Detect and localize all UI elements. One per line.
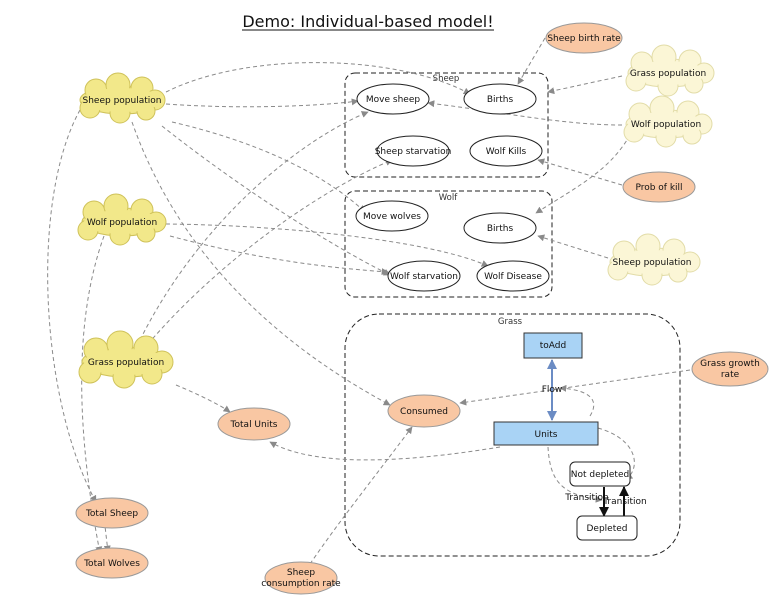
svg-text:Total Sheep: Total Sheep xyxy=(85,509,138,519)
svg-text:Sheep: Sheep xyxy=(287,568,315,578)
edge xyxy=(131,121,391,406)
edge xyxy=(175,384,231,413)
grass-group-box xyxy=(344,313,681,557)
svg-text:Depleted: Depleted xyxy=(587,524,628,534)
transition-label-left: Transition xyxy=(564,493,609,503)
edge xyxy=(171,121,366,213)
svg-text:Grass population: Grass population xyxy=(630,69,706,79)
edge xyxy=(459,369,691,406)
prob-of-kill-node[interactable]: Prob of kill xyxy=(622,171,696,203)
edge xyxy=(139,111,369,341)
dependency-edges xyxy=(47,37,691,565)
edge xyxy=(269,441,501,461)
depleted-state[interactable]: Depleted xyxy=(576,515,638,541)
edge xyxy=(537,158,623,186)
total-wolves-node[interactable]: Total Wolves xyxy=(75,547,149,579)
svg-text:Grass growth: Grass growth xyxy=(700,359,760,369)
svg-text:Wolf Disease: Wolf Disease xyxy=(484,272,542,282)
move-wolves-action[interactable]: Move wolves xyxy=(355,200,429,232)
grass-group-label: Grass xyxy=(498,317,523,327)
svg-text:Consumed: Consumed xyxy=(400,407,448,417)
edge xyxy=(147,159,393,345)
svg-text:Sheep starvation: Sheep starvation xyxy=(375,147,452,157)
edge xyxy=(309,426,413,565)
wolf-births-action[interactable]: Births xyxy=(463,212,537,244)
edge xyxy=(537,234,609,259)
wolf-group-label: Wolf xyxy=(439,193,458,203)
edge xyxy=(547,446,603,503)
sheep-starvation-action[interactable]: Sheep starvation xyxy=(375,135,452,167)
sheep-consumption-rate-node[interactable]: Sheep consumption rate xyxy=(261,561,341,595)
flow-label: Flow xyxy=(542,385,563,395)
edge xyxy=(597,427,635,480)
units-stock[interactable]: Units xyxy=(493,421,599,446)
wolf-disease-action[interactable]: Wolf Disease xyxy=(476,260,550,292)
svg-text:Total Units: Total Units xyxy=(230,420,278,430)
svg-text:Sheep population: Sheep population xyxy=(83,96,162,106)
edge xyxy=(81,235,105,554)
edge xyxy=(47,109,97,503)
wolf-population-cloud[interactable]: Wolf population xyxy=(77,193,167,246)
svg-text:Wolf starvation: Wolf starvation xyxy=(390,272,458,282)
svg-text:Prob of kill: Prob of kill xyxy=(635,183,682,193)
svg-text:Sheep birth rate: Sheep birth rate xyxy=(547,34,621,44)
wolf-starvation-action[interactable]: Wolf starvation xyxy=(387,260,461,292)
svg-text:Units: Units xyxy=(534,430,557,440)
edge xyxy=(165,98,359,108)
edge xyxy=(547,75,623,95)
grass-population-cloud[interactable]: Grass population xyxy=(78,330,174,389)
move-sheep-action[interactable]: Move sheep xyxy=(356,83,430,115)
edge xyxy=(517,37,546,85)
diagram-title: Demo: Individual-based model! xyxy=(242,12,493,31)
svg-text:consumption rate: consumption rate xyxy=(261,579,341,589)
svg-text:Wolf population: Wolf population xyxy=(87,218,157,228)
grass-population-right-cloud[interactable]: Grass population xyxy=(625,44,715,97)
edge xyxy=(169,235,389,276)
svg-text:rate: rate xyxy=(721,370,740,380)
svg-text:Births: Births xyxy=(487,95,514,105)
svg-text:Sheep population: Sheep population xyxy=(613,258,692,268)
not-depleted-state[interactable]: Not depleted xyxy=(569,461,631,487)
edge xyxy=(535,134,631,214)
sheep-births-action[interactable]: Births xyxy=(463,83,537,115)
svg-text:Wolf population: Wolf population xyxy=(631,120,701,130)
total-units-node[interactable]: Total Units xyxy=(217,407,291,441)
sheep-population-cloud[interactable]: Sheep population xyxy=(79,72,166,124)
wolf-kills-action[interactable]: Wolf Kills xyxy=(469,135,543,167)
svg-text:Births: Births xyxy=(487,224,514,234)
svg-text:Move sheep: Move sheep xyxy=(366,95,420,105)
svg-text:Grass population: Grass population xyxy=(88,358,164,368)
edge xyxy=(559,384,595,417)
edge xyxy=(161,125,391,276)
wolf-population-right-cloud[interactable]: Wolf population xyxy=(623,95,713,148)
svg-text:Wolf Kills: Wolf Kills xyxy=(486,147,527,157)
sheep-birth-rate-node[interactable]: Sheep birth rate xyxy=(545,22,623,54)
to-add-stock[interactable]: toAdd xyxy=(523,332,583,359)
consumed-node[interactable]: Consumed xyxy=(387,394,461,428)
svg-text:toAdd: toAdd xyxy=(540,341,566,351)
total-sheep-node[interactable]: Total Sheep xyxy=(75,497,149,529)
edge xyxy=(165,223,489,267)
sheep-group-label: Sheep xyxy=(433,74,460,84)
transition-label-right: Transition xyxy=(602,497,647,507)
edge xyxy=(165,62,471,95)
svg-text:Move wolves: Move wolves xyxy=(363,212,421,222)
sheep-group-box xyxy=(344,72,549,178)
sheep-population-right-cloud[interactable]: Sheep population xyxy=(607,233,701,286)
edge xyxy=(427,100,623,126)
svg-text:Not depleted: Not depleted xyxy=(571,470,629,480)
grass-growth-rate-node[interactable]: Grass growth rate xyxy=(691,351,769,387)
svg-text:Total Wolves: Total Wolves xyxy=(83,559,140,569)
